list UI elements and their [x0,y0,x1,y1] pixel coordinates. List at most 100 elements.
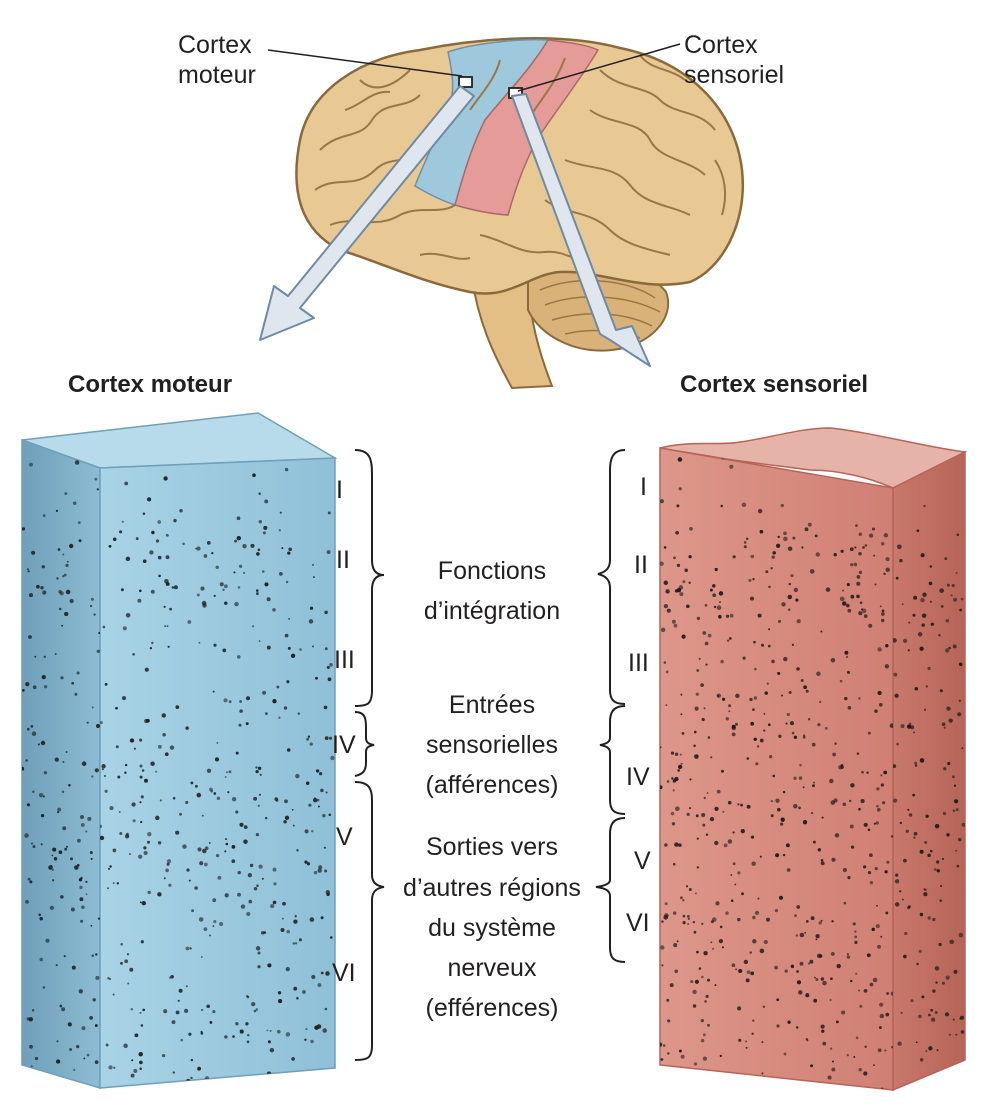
sensory-neuron-dot [764,691,767,694]
sensory-neuron-dot [680,713,682,715]
sensory-neuron-dot [673,557,676,560]
sensory-neuron-dot [865,544,868,547]
sensory-neuron-dot [896,743,899,746]
sensory-neuron-dot [705,995,708,998]
sensory-neuron-dot [937,869,940,872]
sensory-neuron-dot [864,989,868,993]
motor-neuron-dot [202,849,207,854]
motor-neuron-dot [173,797,176,800]
sensory-neuron-dot [786,843,790,847]
motor-neuron-dot [222,649,226,653]
sensory-neuron-dot [942,982,945,985]
sensory-neuron-dot [693,1004,696,1007]
motor-neuron-dot [60,591,64,595]
sensory-neuron-dot [688,555,691,558]
motor-neuron-dot [38,914,41,917]
motor-neuron-dot [205,1076,209,1080]
sensory-neuron-dot [705,1072,708,1075]
sensory-neuron-dot [752,939,757,944]
sensory-neuron-dot [957,712,961,716]
sensory-neuron-dot [701,1039,705,1043]
sensory-neuron-dot [797,980,801,984]
sensory-neuron-dot [696,693,699,696]
motor-neuron-dot [207,541,211,545]
sensory-neuron-dot [801,679,804,682]
sensory-neuron-dot [954,799,958,803]
sensory-neuron-dot [884,533,888,537]
sensory-neuron-dot [776,1024,779,1027]
sensory-neuron-dot [677,769,680,772]
sensory-neuron-dot [813,999,817,1003]
sensory-neuron-dot [849,800,851,802]
sensory-neuron-dot [879,1026,882,1029]
sensory-neuron-dot [703,951,707,955]
motor-neuron-dot [186,868,189,871]
motor-neuron-dot [27,568,29,570]
sensory-neuron-dot [851,845,854,848]
motor-neuron-dot [312,645,314,647]
motor-neuron-dot [90,605,92,607]
motor-neuron-dot [270,904,274,908]
sensory-neuron-dot [874,709,878,713]
sensory-neuron-dot [850,783,854,787]
sensory-neuron-dot [702,718,705,721]
sensory-neuron-dot [761,1041,763,1043]
sensory-neuron-dot [846,656,848,658]
motor-neuron-dot [179,813,182,816]
sensory-neuron-dot [962,823,966,827]
motor-neuron-dot [328,511,331,514]
sensory-neuron-dot [916,1041,918,1043]
sensory-neuron-dot [831,920,833,922]
motor-neuron-dot [113,538,117,542]
sensory-neuron-dot [911,999,914,1002]
sensory-neuron-dot [808,523,812,527]
motor-neuron-dot [61,1007,65,1011]
motor-neuron-dot [76,1045,79,1048]
motor-neuron-dot [58,548,61,551]
sensory-neuron-dot [726,717,729,720]
motor-neuron-dot [91,598,94,601]
sensory-neuron-dot [792,537,795,540]
sensory-neuron-dot [765,570,768,573]
motor-neuron-dot [115,707,118,710]
motor-neuron-dot [306,738,309,741]
motor-neuron-dot [68,784,71,787]
motor-cortex-callout-line2: moteur [178,60,256,90]
sensory-neuron-dot [696,814,699,817]
sensory-neuron-dot [704,797,706,799]
motor-neuron-dot [22,689,25,692]
sensory-neuron-dot [961,598,964,601]
sensory-neuron-dot [924,709,926,711]
motor-neuron-dot [319,772,322,775]
sensory-neuron-dot [903,639,907,643]
motor-neuron-dot [272,608,275,611]
motor-neuron-dot [197,594,200,597]
motor-neuron-dot [185,726,188,729]
motor-neuron-dot [85,881,87,883]
sensory-neuron-dot [673,789,675,791]
motor-neuron-dot [224,602,227,605]
sensory-neuron-dot [946,976,950,980]
motor-neuron-dot [256,833,259,836]
sensory-neuron-dot [701,976,704,979]
motor-block-front [100,458,335,1088]
sensory-neuron-dot [817,954,821,958]
motor-neuron-dot [117,776,120,779]
sensory-neuron-dot [671,812,675,816]
motor-neuron-dot [145,668,149,672]
sensory-neuron-dot [873,1064,875,1066]
motor-neuron-dot [254,887,258,891]
sensory-neuron-dot [750,597,754,601]
motor-cortex-title: Cortex moteur [68,370,232,400]
motor-neuron-dot [29,1045,33,1049]
motor-neuron-dot [71,908,75,912]
sensory-neuron-dot [952,775,955,778]
sensory-neuron-dot [693,921,695,923]
sensory-neuron-dot [847,671,850,674]
motor-neuron-dot [311,830,313,832]
sensory-neuron-dot [810,569,815,574]
sensory-neuron-dot [947,762,950,765]
motor-neuron-dot [306,781,309,784]
motor-neuron-dot [97,650,100,653]
sensory-neuron-dot [821,861,825,865]
